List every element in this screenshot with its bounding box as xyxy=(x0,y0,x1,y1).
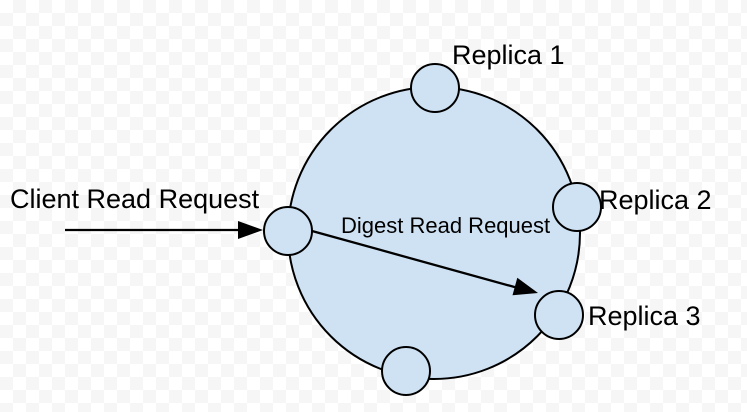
client-read-request-label: Client Read Request xyxy=(10,184,260,214)
node-replica-3 xyxy=(534,290,584,340)
replica-1-label: Replica 1 xyxy=(452,40,565,70)
node-replica-1 xyxy=(410,63,460,113)
node-coordinator xyxy=(263,206,313,256)
client-read-arrowhead-icon xyxy=(238,221,263,239)
node-replica-2 xyxy=(552,182,602,232)
digest-read-arrowhead-icon xyxy=(512,277,538,296)
replica-3-label: Replica 3 xyxy=(588,301,701,331)
replica-2-label: Replica 2 xyxy=(599,185,712,215)
digest-read-request-label: Digest Read Request xyxy=(341,213,550,238)
digest-read-arrow-line xyxy=(311,229,519,290)
node-bottom xyxy=(381,346,431,396)
